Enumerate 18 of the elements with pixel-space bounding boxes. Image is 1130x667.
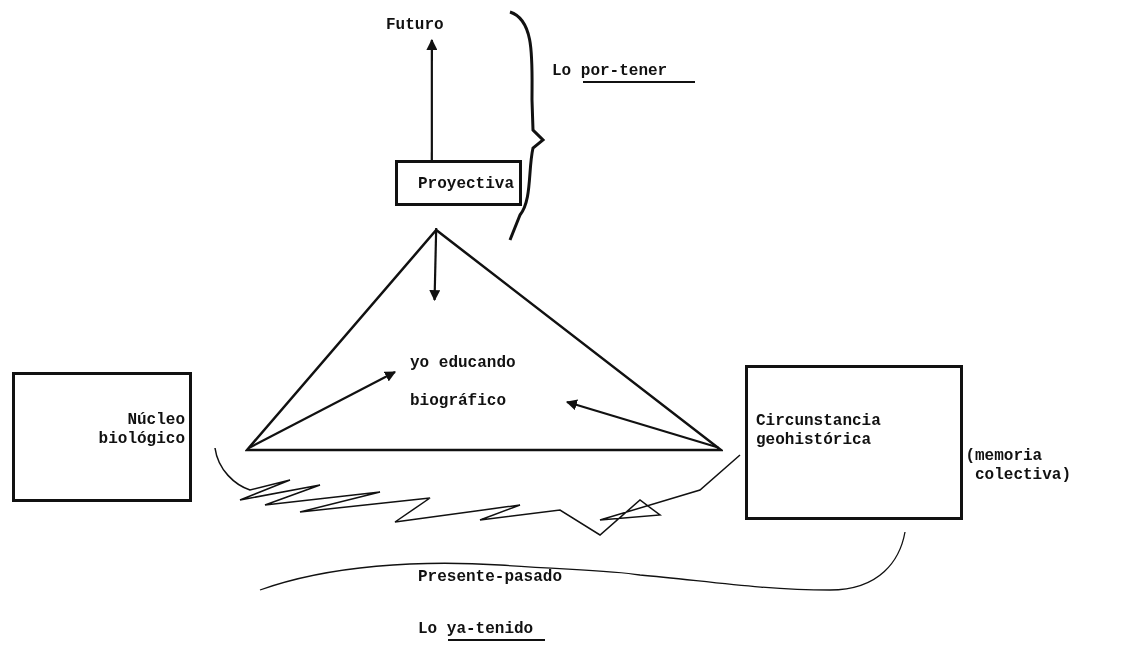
text-label: Futuro	[386, 16, 444, 36]
text-label: yo educando	[410, 354, 516, 374]
process-box	[395, 160, 522, 206]
arrow	[249, 371, 396, 449]
arrow	[565, 399, 719, 449]
text-label: Presente-pasado	[418, 568, 563, 588]
side-note: (memoria colectiva)	[965, 447, 1072, 486]
text-label: Lo por-tener	[552, 62, 668, 82]
arrow	[429, 227, 441, 302]
box-text: Proyectiva	[418, 175, 515, 195]
text-label: Lo ya-tenido	[418, 620, 534, 640]
text-label: biográfico	[410, 392, 506, 412]
process-box	[12, 372, 192, 502]
box-text: Núcleo biológico	[97, 411, 185, 450]
box-text: Circunstancia geohistórica	[756, 412, 882, 451]
process-box	[745, 365, 963, 520]
triangle-shape	[245, 228, 723, 452]
arrow	[426, 38, 438, 160]
